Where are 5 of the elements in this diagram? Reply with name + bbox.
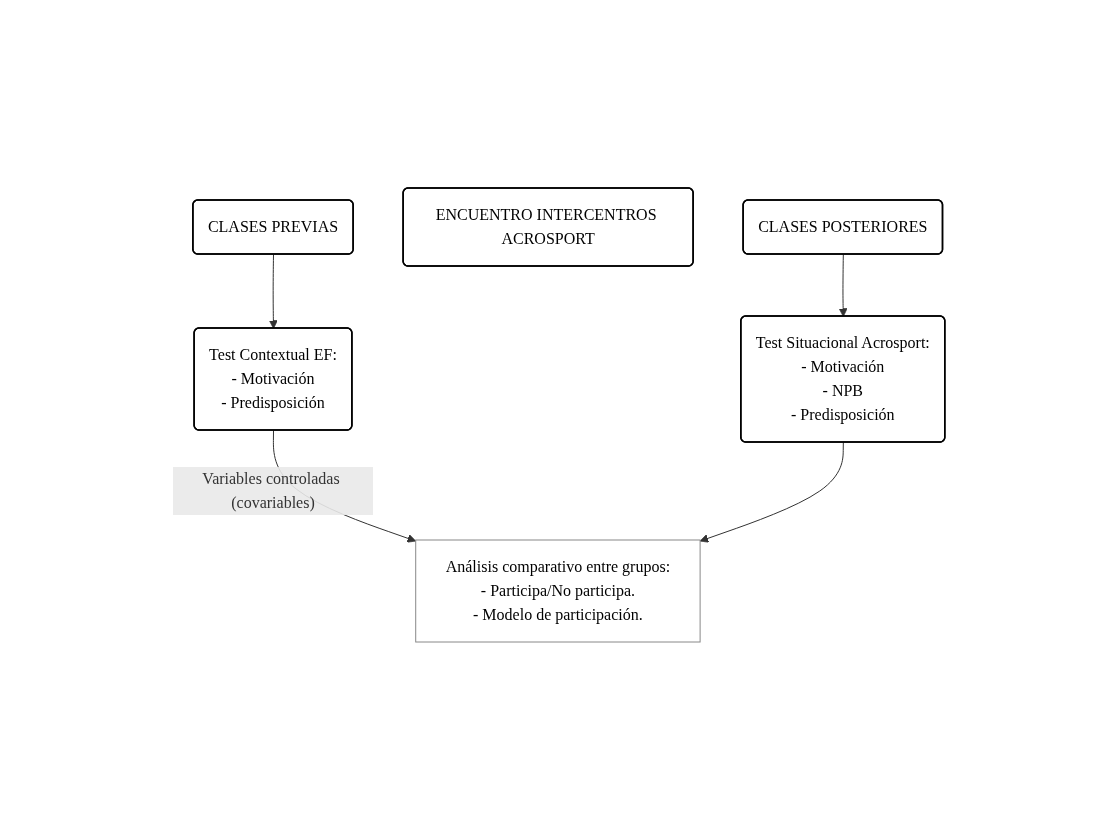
- node-box: Análisis comparativo entre grupos: - Participa/No participa. - Modelo de participación.: [415, 539, 701, 642]
- arrow: [269, 253, 278, 329]
- edge-label: Variables controladas (covariables): [202, 469, 340, 511]
- arrow: [699, 441, 844, 543]
- arrow: [838, 253, 848, 317]
